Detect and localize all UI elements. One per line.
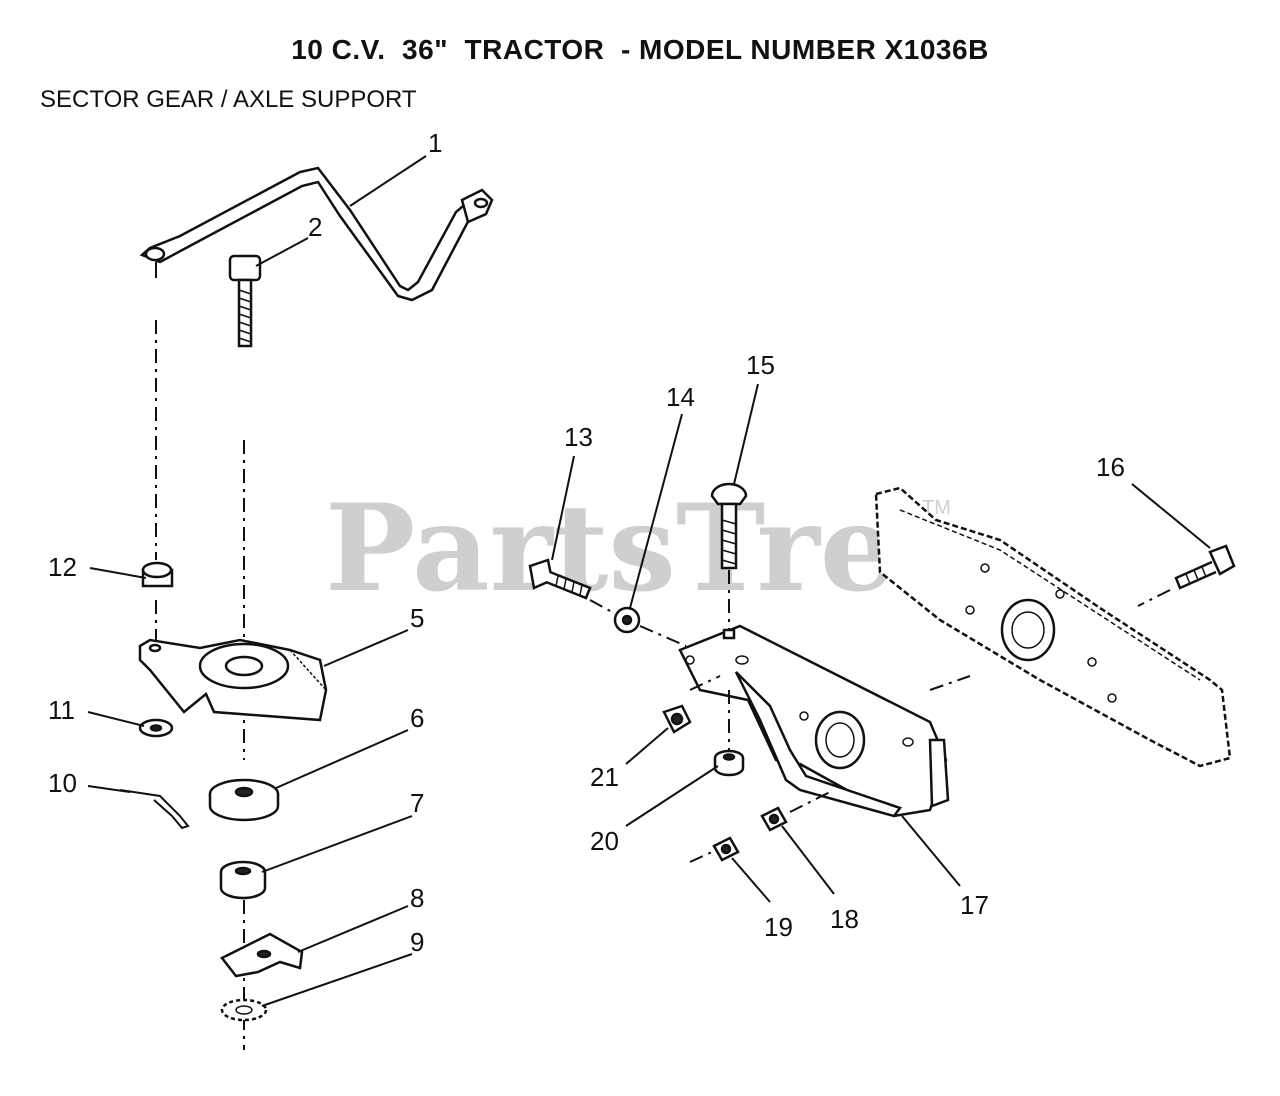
part-16-bolt[interactable] bbox=[1174, 544, 1236, 590]
callout-20[interactable]: 20 bbox=[590, 826, 619, 856]
callout-5[interactable]: 5 bbox=[410, 603, 424, 633]
callout-18[interactable]: 18 bbox=[830, 904, 859, 934]
part-10-cotter-pin[interactable] bbox=[119, 789, 190, 830]
callout-9[interactable]: 9 bbox=[410, 927, 424, 957]
assembly-line-13 bbox=[589, 599, 613, 613]
part-19-nut[interactable] bbox=[712, 836, 740, 862]
callout-7[interactable]: 7 bbox=[410, 788, 424, 818]
part-13-bolt[interactable] bbox=[528, 558, 592, 600]
callout-2[interactable]: 2 bbox=[308, 212, 322, 242]
part-17-axle-support[interactable] bbox=[678, 624, 950, 818]
assembly-line-19 bbox=[689, 851, 713, 863]
diagram-subtitle: SECTOR GEAR / AXLE SUPPORT bbox=[40, 86, 417, 113]
part-15-carriage-bolt[interactable] bbox=[710, 482, 748, 570]
callout-15[interactable]: 15 bbox=[746, 350, 775, 380]
callout-19[interactable]: 19 bbox=[764, 912, 793, 942]
leader-lines bbox=[87, 155, 1211, 1007]
callout-14[interactable]: 14 bbox=[666, 382, 695, 412]
callout-6[interactable]: 6 bbox=[410, 703, 424, 733]
diagram-title: 10 C.V. 36" TRACTOR - MODEL NUMBER X1036… bbox=[291, 34, 989, 65]
callout-8[interactable]: 8 bbox=[410, 883, 424, 913]
part-18-nut[interactable] bbox=[760, 806, 788, 832]
callout-labels: 1 2 5 6 7 8 9 10 11 12 13 14 15 16 17 18… bbox=[48, 128, 1125, 957]
callout-13[interactable]: 13 bbox=[564, 422, 593, 452]
callout-12[interactable]: 12 bbox=[48, 552, 77, 582]
callout-1[interactable]: 1 bbox=[428, 128, 442, 158]
callout-10[interactable]: 10 bbox=[48, 768, 77, 798]
callout-17[interactable]: 17 bbox=[960, 890, 989, 920]
assembly-line-21 bbox=[689, 675, 721, 691]
part-5-sector-gear[interactable] bbox=[138, 638, 328, 722]
part-12-nut[interactable] bbox=[141, 561, 174, 588]
callout-16[interactable]: 16 bbox=[1096, 452, 1125, 482]
watermark-text: PartsTree bbox=[325, 478, 972, 619]
assembly-line-14 bbox=[639, 625, 687, 647]
assembly-line-18 bbox=[789, 791, 831, 813]
part-21-nut[interactable] bbox=[662, 704, 692, 734]
part-11-washer[interactable] bbox=[138, 718, 174, 738]
assembly-line-16 bbox=[1137, 589, 1171, 607]
callout-21[interactable]: 21 bbox=[590, 762, 619, 792]
assembly-line-frame bbox=[929, 675, 971, 691]
part-14-washer[interactable] bbox=[613, 606, 641, 634]
part-9-washer[interactable] bbox=[220, 998, 268, 1022]
part-1-drag-link[interactable] bbox=[139, 166, 494, 302]
part-8-clamp[interactable] bbox=[220, 932, 304, 978]
frame-rail bbox=[874, 486, 1232, 768]
part-2-bolt[interactable] bbox=[228, 254, 262, 348]
part-20-nut[interactable] bbox=[713, 749, 745, 777]
part-6-spacer[interactable] bbox=[208, 778, 280, 822]
part-7-nut[interactable] bbox=[219, 860, 267, 900]
callout-11[interactable]: 11 bbox=[48, 695, 75, 725]
